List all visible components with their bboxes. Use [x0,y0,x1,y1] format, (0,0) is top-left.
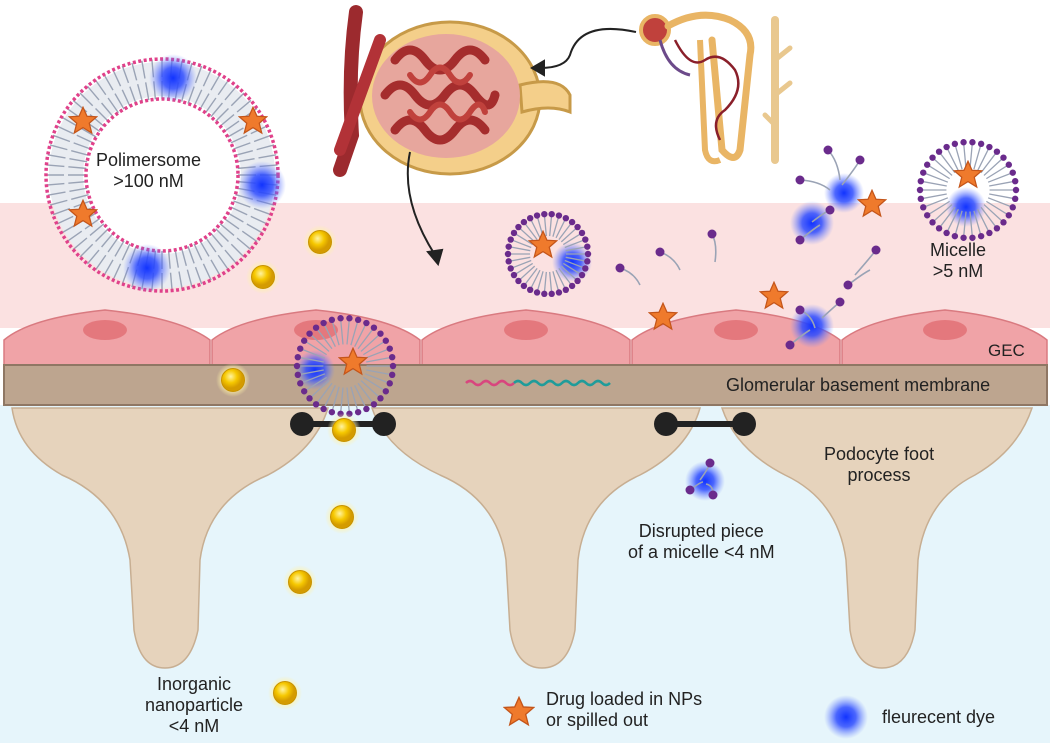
polymersome [44,57,280,293]
renal-corpuscle-illustration [333,5,572,177]
legend-dye-icon [824,695,868,739]
micelle-label: Micelle>5 nM [930,240,987,281]
gbm-label: Glomerular basement membrane [726,375,991,395]
micelle-right [916,139,1020,241]
gbm-fiber-teal [513,379,611,387]
flow-arrows [406,28,637,267]
micelle-crossing-gbm [293,315,397,417]
polymersome-label: Polimersome>100 nM [96,150,202,191]
nephron-illustration [639,11,793,165]
gold-nanoparticles [216,225,361,710]
gec-label: GEC [988,341,1025,360]
micelle-lumen [504,210,592,298]
legend-dye-label: fleurecent dye [882,707,996,727]
slit-diaphragm-right [654,412,756,436]
free-unimers [615,145,881,500]
gbm-fiber-pink [465,379,515,387]
podocyte-foot-processes [11,407,1034,669]
